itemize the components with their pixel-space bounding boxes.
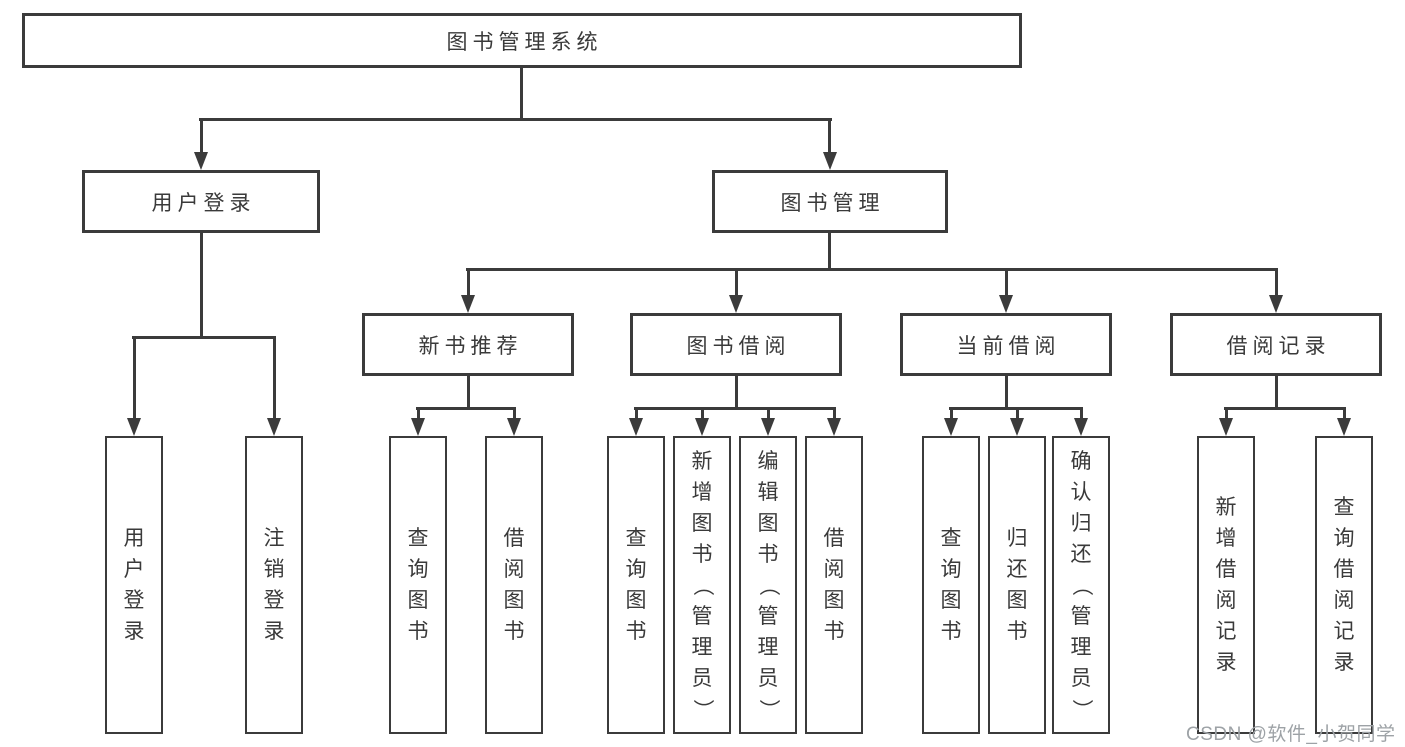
node-leaf-query-book-current: 查询图书 (922, 436, 980, 734)
connector-recommend-drop (513, 408, 516, 420)
connector-book-mgmt-drop (735, 270, 738, 298)
arrow-down-icon (127, 418, 141, 436)
node-label: 查询图书 (940, 527, 962, 643)
node-leaf-user-login: 用户登录 (105, 436, 163, 734)
node-label: 归还图书 (1006, 527, 1028, 643)
connector-borrow-drop (767, 408, 770, 420)
connector-borrow-stem (735, 376, 738, 409)
node-label: 用户登录 (123, 527, 145, 643)
connector-root-stem (520, 68, 523, 119)
connector-recommend-stem (467, 376, 470, 409)
node-label: 新书推荐 (418, 334, 523, 358)
connector-book-mgmt-drop (1005, 270, 1008, 298)
connector-root-drop-left (200, 119, 203, 157)
connector-borrow-drop (635, 408, 638, 420)
connector-recommend-drop (417, 408, 420, 420)
connector-root-drop-right (828, 119, 831, 157)
arrow-down-icon (194, 152, 208, 170)
connector-current-stem (1005, 376, 1008, 409)
connector-records-drop (1225, 408, 1228, 420)
connector-book-mgmt-drop (1275, 270, 1278, 298)
arrow-down-icon (695, 418, 709, 436)
node-book-management: 图书管理 (712, 170, 948, 233)
node-current-borrow: 当前借阅 (900, 313, 1112, 376)
arrow-down-icon (999, 295, 1013, 313)
arrow-down-icon (461, 295, 475, 313)
arrow-down-icon (827, 418, 841, 436)
node-leaf-add-book-admin: 新增图书（管理员） (673, 436, 731, 734)
node-leaf-add-borrow-record: 新增借阅记录 (1197, 436, 1255, 734)
node-label: 新增借阅记录 (1215, 496, 1237, 674)
node-user-login: 用户登录 (82, 170, 320, 233)
node-book-borrow: 图书借阅 (630, 313, 842, 376)
connector-current-drop (950, 408, 953, 420)
node-leaf-edit-book-admin: 编辑图书（管理员） (739, 436, 797, 734)
node-label: 图书借阅 (686, 334, 791, 358)
connector-records-stem (1275, 376, 1278, 409)
node-label: 借阅图书 (823, 527, 845, 643)
arrow-down-icon (761, 418, 775, 436)
connector-user-login-rail (132, 336, 276, 339)
arrow-down-icon (507, 418, 521, 436)
arrow-down-icon (629, 418, 643, 436)
connector-user-login-drop (273, 337, 276, 422)
arrow-down-icon (267, 418, 281, 436)
node-leaf-query-borrow-record: 查询借阅记录 (1315, 436, 1373, 734)
arrow-down-icon (729, 295, 743, 313)
node-new-book-recommend: 新书推荐 (362, 313, 574, 376)
node-label: 编辑图书（管理员） (756, 449, 780, 720)
node-label: 借阅记录 (1226, 334, 1331, 358)
node-leaf-confirm-return-admin: 确认归还（管理员） (1052, 436, 1110, 734)
connector-root-rail (199, 118, 832, 121)
arrow-down-icon (1010, 418, 1024, 436)
connector-records-drop (1343, 408, 1346, 420)
node-label: 新增图书（管理员） (690, 449, 714, 720)
connector-book-mgmt-stem (828, 233, 831, 270)
arrow-down-icon (823, 152, 837, 170)
connector-book-mgmt-drop (467, 270, 470, 298)
node-label: 查询图书 (625, 527, 647, 643)
connector-borrow-rail (634, 407, 836, 410)
arrow-down-icon (411, 418, 425, 436)
arrow-down-icon (1337, 418, 1351, 436)
connector-current-drop (1016, 408, 1019, 420)
arrow-down-icon (1219, 418, 1233, 436)
node-label: 查询图书 (407, 527, 429, 643)
node-leaf-query-book-recommend: 查询图书 (389, 436, 447, 734)
node-leaf-logout: 注销登录 (245, 436, 303, 734)
connector-recommend-rail (416, 407, 516, 410)
arrow-down-icon (944, 418, 958, 436)
connector-borrow-drop (701, 408, 704, 420)
connector-book-mgmt-rail (466, 268, 1278, 271)
node-leaf-query-book-borrow: 查询图书 (607, 436, 665, 734)
node-label: 查询借阅记录 (1333, 496, 1355, 674)
node-label: 用户登录 (151, 191, 256, 215)
node-leaf-borrow-book: 借阅图书 (805, 436, 863, 734)
connector-records-rail (1224, 407, 1346, 410)
node-label: 确认归还（管理员） (1069, 449, 1093, 720)
connector-user-login-stem (200, 233, 203, 337)
connector-current-drop (1080, 408, 1083, 420)
node-leaf-return-book: 归还图书 (988, 436, 1046, 734)
watermark-text: CSDN @软件_小贺同学 (1186, 724, 1396, 745)
node-leaf-borrow-book-recommend: 借阅图书 (485, 436, 543, 734)
connector-user-login-drop (133, 337, 136, 422)
node-label: 图书管理 (780, 191, 885, 215)
node-label: 当前借阅 (956, 334, 1061, 358)
connector-borrow-drop (833, 408, 836, 420)
node-label: 图书管理系统 (446, 30, 603, 54)
node-borrow-records: 借阅记录 (1170, 313, 1382, 376)
arrow-down-icon (1074, 418, 1088, 436)
node-label: 注销登录 (263, 527, 285, 643)
node-label: 借阅图书 (503, 527, 525, 643)
arrow-down-icon (1269, 295, 1283, 313)
node-library-system: 图书管理系统 (22, 13, 1022, 68)
